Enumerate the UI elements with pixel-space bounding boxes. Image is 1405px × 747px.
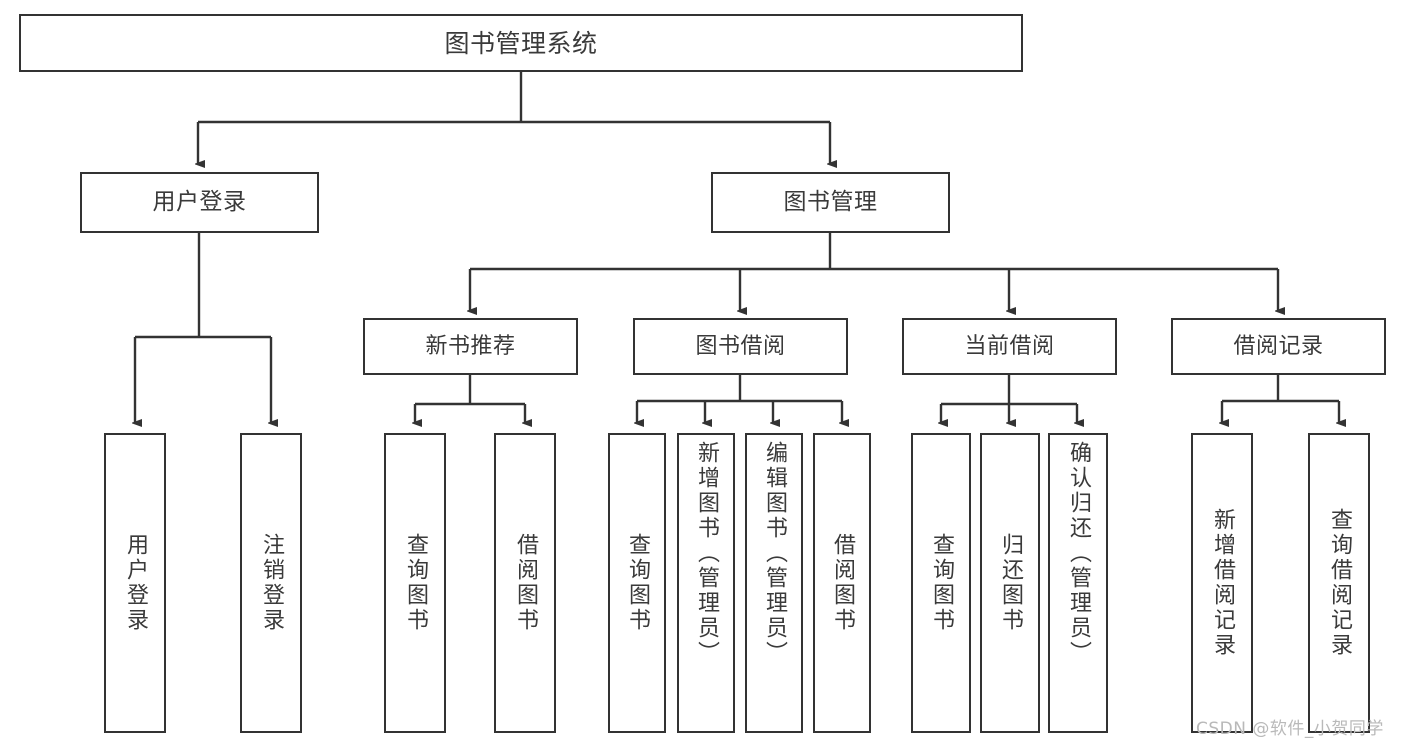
node-label: 当前借阅 xyxy=(964,333,1055,359)
leaf-query-borrow-record[interactable]: 查询借阅记录 xyxy=(1308,433,1370,733)
node-book-borrow[interactable]: 图书借阅 xyxy=(633,318,848,375)
leaf-user-logout[interactable]: 注销登录 xyxy=(240,433,302,733)
node-label: 确认归还（管理员） xyxy=(1066,441,1091,666)
node-label: 注销登录 xyxy=(259,533,284,633)
node-label: 编辑图书（管理员） xyxy=(762,441,787,666)
leaf-confirm-return-admin[interactable]: 确认归还（管理员） xyxy=(1048,433,1108,733)
node-book-management[interactable]: 图书管理 xyxy=(711,172,950,233)
node-label: 用户登录 xyxy=(152,189,247,216)
node-label: 新书推荐 xyxy=(425,333,516,359)
node-label: 查询借阅记录 xyxy=(1327,508,1352,658)
node-label: 查询图书 xyxy=(403,533,428,633)
node-label: 用户登录 xyxy=(123,533,148,633)
node-user-login[interactable]: 用户登录 xyxy=(80,172,319,233)
node-label: 图书管理系统 xyxy=(444,28,598,58)
leaf-edit-book-admin[interactable]: 编辑图书（管理员） xyxy=(745,433,803,733)
leaf-add-book-admin[interactable]: 新增图书（管理员） xyxy=(677,433,735,733)
leaf-user-login[interactable]: 用户登录 xyxy=(104,433,166,733)
node-label: 图书借阅 xyxy=(695,333,786,359)
leaf-query-book-current[interactable]: 查询图书 xyxy=(911,433,971,733)
node-borrow-record[interactable]: 借阅记录 xyxy=(1171,318,1386,375)
node-current-borrow[interactable]: 当前借阅 xyxy=(902,318,1117,375)
node-label: 查询图书 xyxy=(625,533,650,633)
leaf-add-borrow-record[interactable]: 新增借阅记录 xyxy=(1191,433,1253,733)
leaf-query-book-borrow[interactable]: 查询图书 xyxy=(608,433,666,733)
leaf-query-book-recommend[interactable]: 查询图书 xyxy=(384,433,446,733)
node-label: 借阅图书 xyxy=(830,533,855,633)
node-label: 图书管理 xyxy=(783,189,878,216)
leaf-borrow-book-recommend[interactable]: 借阅图书 xyxy=(494,433,556,733)
csdn-watermark: CSDN @软件_小贺同学 xyxy=(1196,719,1384,739)
leaf-borrow-book[interactable]: 借阅图书 xyxy=(813,433,871,733)
node-label: 新增借阅记录 xyxy=(1210,508,1235,658)
node-root-book-management-system[interactable]: 图书管理系统 xyxy=(19,14,1023,72)
node-label: 借阅记录 xyxy=(1233,333,1324,359)
node-label: 查询图书 xyxy=(929,533,954,633)
leaf-return-book[interactable]: 归还图书 xyxy=(980,433,1040,733)
node-new-book-recommend[interactable]: 新书推荐 xyxy=(363,318,578,375)
node-label: 归还图书 xyxy=(998,533,1023,633)
node-label: 借阅图书 xyxy=(513,533,538,633)
node-label: 新增图书（管理员） xyxy=(694,441,719,666)
